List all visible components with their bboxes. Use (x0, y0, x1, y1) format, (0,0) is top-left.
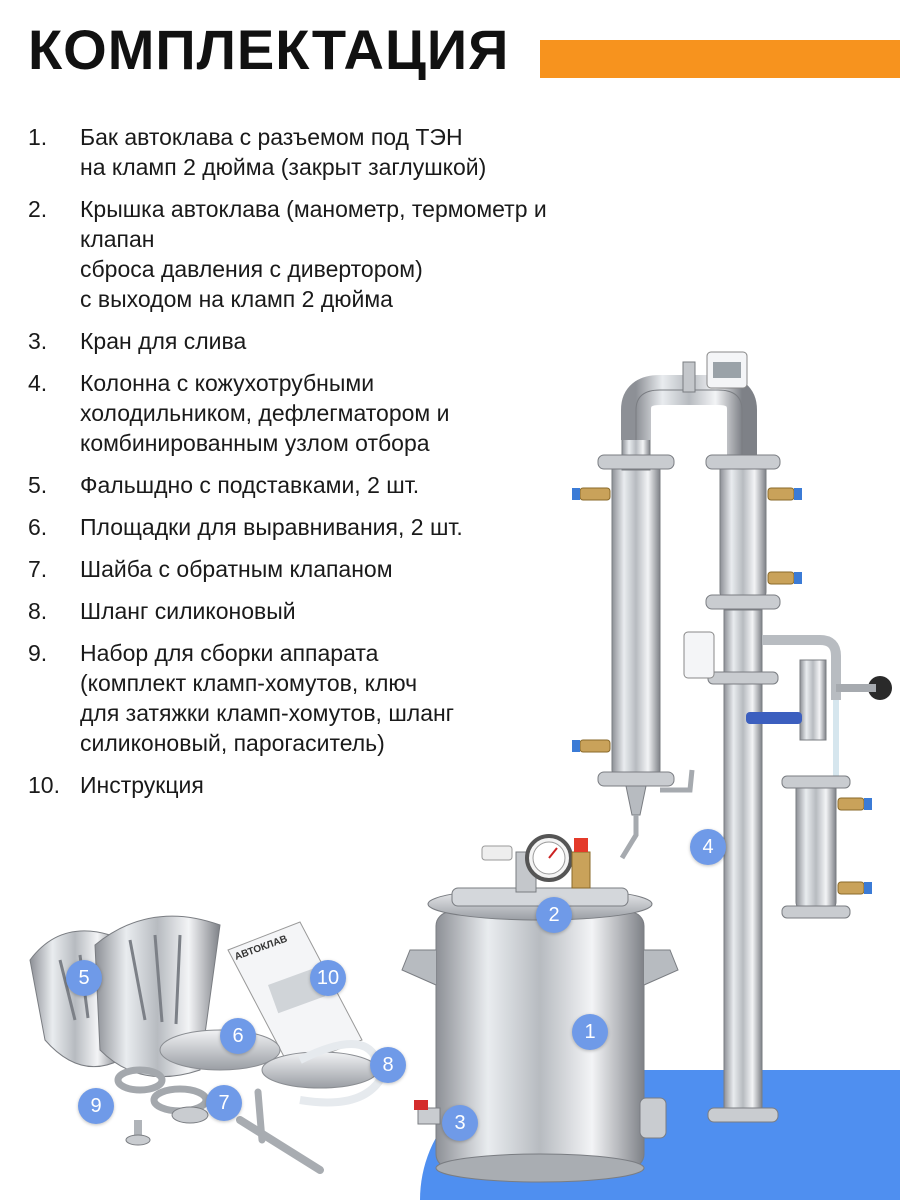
item-number: 3. (28, 328, 48, 354)
item-number: 4. (28, 370, 48, 396)
item-text: Кран для слива (80, 328, 247, 354)
list-item: 9. Набор для сборки аппарата (комплект кл… (28, 638, 588, 758)
item-number: 6. (28, 514, 48, 540)
accent-bar (540, 40, 900, 78)
badge-8: 8 (370, 1047, 406, 1083)
contents-list: 1. Бак автоклава с разъемом под ТЭН на кл… (28, 122, 588, 812)
badge-4: 4 (690, 829, 726, 865)
list-item: 3. Кран для слива (28, 326, 588, 356)
badge-2: 2 (536, 897, 572, 933)
item-number: 10. (28, 772, 60, 798)
item-text: Колонна с кожухотрубными холодильником, … (80, 370, 450, 456)
list-item: 1. Бак автоклава с разъемом под ТЭН на кл… (28, 122, 588, 182)
badge-7: 7 (206, 1085, 242, 1121)
column-assembly (572, 351, 892, 1123)
item-text: Шайба с обратным клапаном (80, 556, 393, 582)
item-number: 5. (28, 472, 48, 498)
item-text: Бак автоклава с разъемом под ТЭН на клам… (80, 124, 487, 180)
page-title: КОМПЛЕКТАЦИЯ (28, 18, 510, 81)
badge-5: 5 (66, 960, 102, 996)
item-text: Площадки для выравнивания, 2 шт. (80, 514, 463, 540)
list-item: 8. Шланг силиконовый (28, 596, 588, 626)
item-text: Фальшдно с подставками, 2 шт. (80, 472, 420, 498)
item-number: 1. (28, 124, 48, 150)
list-item: 10. Инструкция (28, 770, 588, 800)
item-text: Шланг силиконовый (80, 598, 296, 624)
item-text: Крышка автоклава (манометр, термометр и … (80, 196, 547, 312)
list-item: 7. Шайба с обратным клапаном (28, 554, 588, 584)
list-item: 4. Колонна с кожухотрубными холодильником… (28, 368, 588, 458)
item-text: Набор для сборки аппарата (комплект клам… (80, 640, 455, 756)
badge-6: 6 (220, 1018, 256, 1054)
badge-9: 9 (78, 1088, 114, 1124)
badge-1: 1 (572, 1014, 608, 1050)
badge-10: 10 (310, 960, 346, 996)
item-number: 8. (28, 598, 48, 624)
item-number: 2. (28, 196, 48, 222)
item-number: 9. (28, 640, 48, 666)
list-item: 5. Фальшдно с подставками, 2 шт. (28, 470, 588, 500)
list-item: 6. Площадки для выравнивания, 2 шт. (28, 512, 588, 542)
item-number: 7. (28, 556, 48, 582)
item-text: Инструкция (80, 772, 204, 798)
badge-3: 3 (442, 1105, 478, 1141)
accessories: АВТОКЛАВ (29, 915, 385, 1174)
list-item: 2. Крышка автоклава (манометр, термометр … (28, 194, 588, 314)
